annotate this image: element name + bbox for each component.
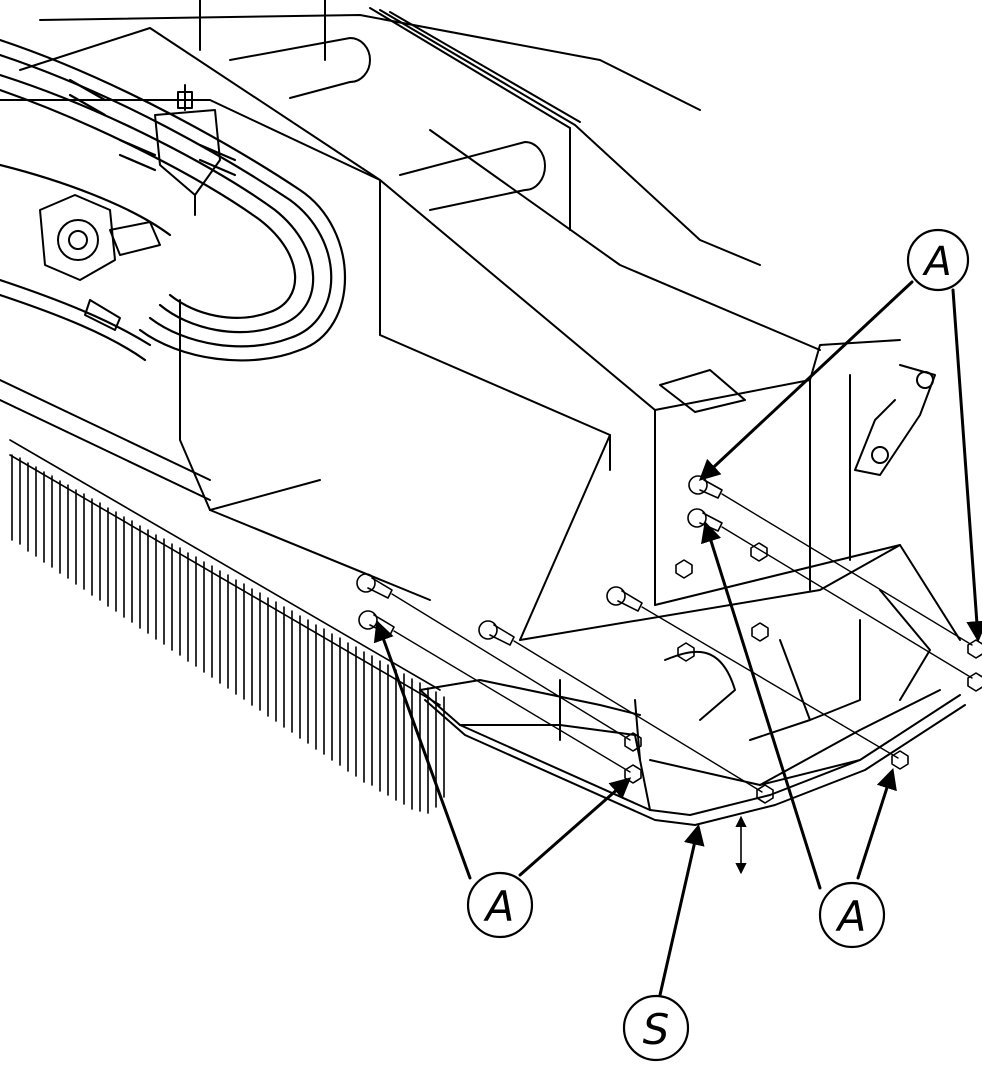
hydraulic-hoses xyxy=(0,38,347,362)
callout-label: S xyxy=(643,1005,670,1054)
nut xyxy=(675,559,693,579)
nut xyxy=(967,672,982,692)
roller-tubes xyxy=(229,37,546,211)
nut xyxy=(751,622,769,642)
callout-label: A xyxy=(921,239,951,285)
housing-top xyxy=(19,0,821,351)
bolt xyxy=(358,610,395,636)
chain-curtain xyxy=(9,439,445,814)
nut xyxy=(891,750,909,770)
nut xyxy=(624,732,642,752)
bolts xyxy=(356,475,982,804)
bolt xyxy=(356,573,393,599)
callout-a-bottom-left: A xyxy=(466,871,534,939)
callout-label: A xyxy=(835,892,867,941)
hose-box xyxy=(0,99,431,601)
alignment-lines xyxy=(391,493,973,793)
callout-a-bottom-right: A xyxy=(818,881,886,949)
callout-label: A xyxy=(483,882,515,931)
mounting-bracket xyxy=(854,364,936,476)
hose-manifold xyxy=(39,84,221,331)
center-wedge xyxy=(379,179,901,641)
bolt xyxy=(688,475,723,499)
bolt xyxy=(478,620,515,646)
callout-s-bottom: S xyxy=(622,994,690,1062)
leader-arrows xyxy=(373,280,982,997)
nut xyxy=(750,542,768,562)
bolt xyxy=(606,586,643,612)
callout-a-top-right: A xyxy=(906,228,970,292)
nut xyxy=(756,784,774,804)
nut xyxy=(967,639,982,659)
skid-shoe xyxy=(419,544,966,826)
bolt xyxy=(687,508,723,532)
nut xyxy=(677,642,695,662)
